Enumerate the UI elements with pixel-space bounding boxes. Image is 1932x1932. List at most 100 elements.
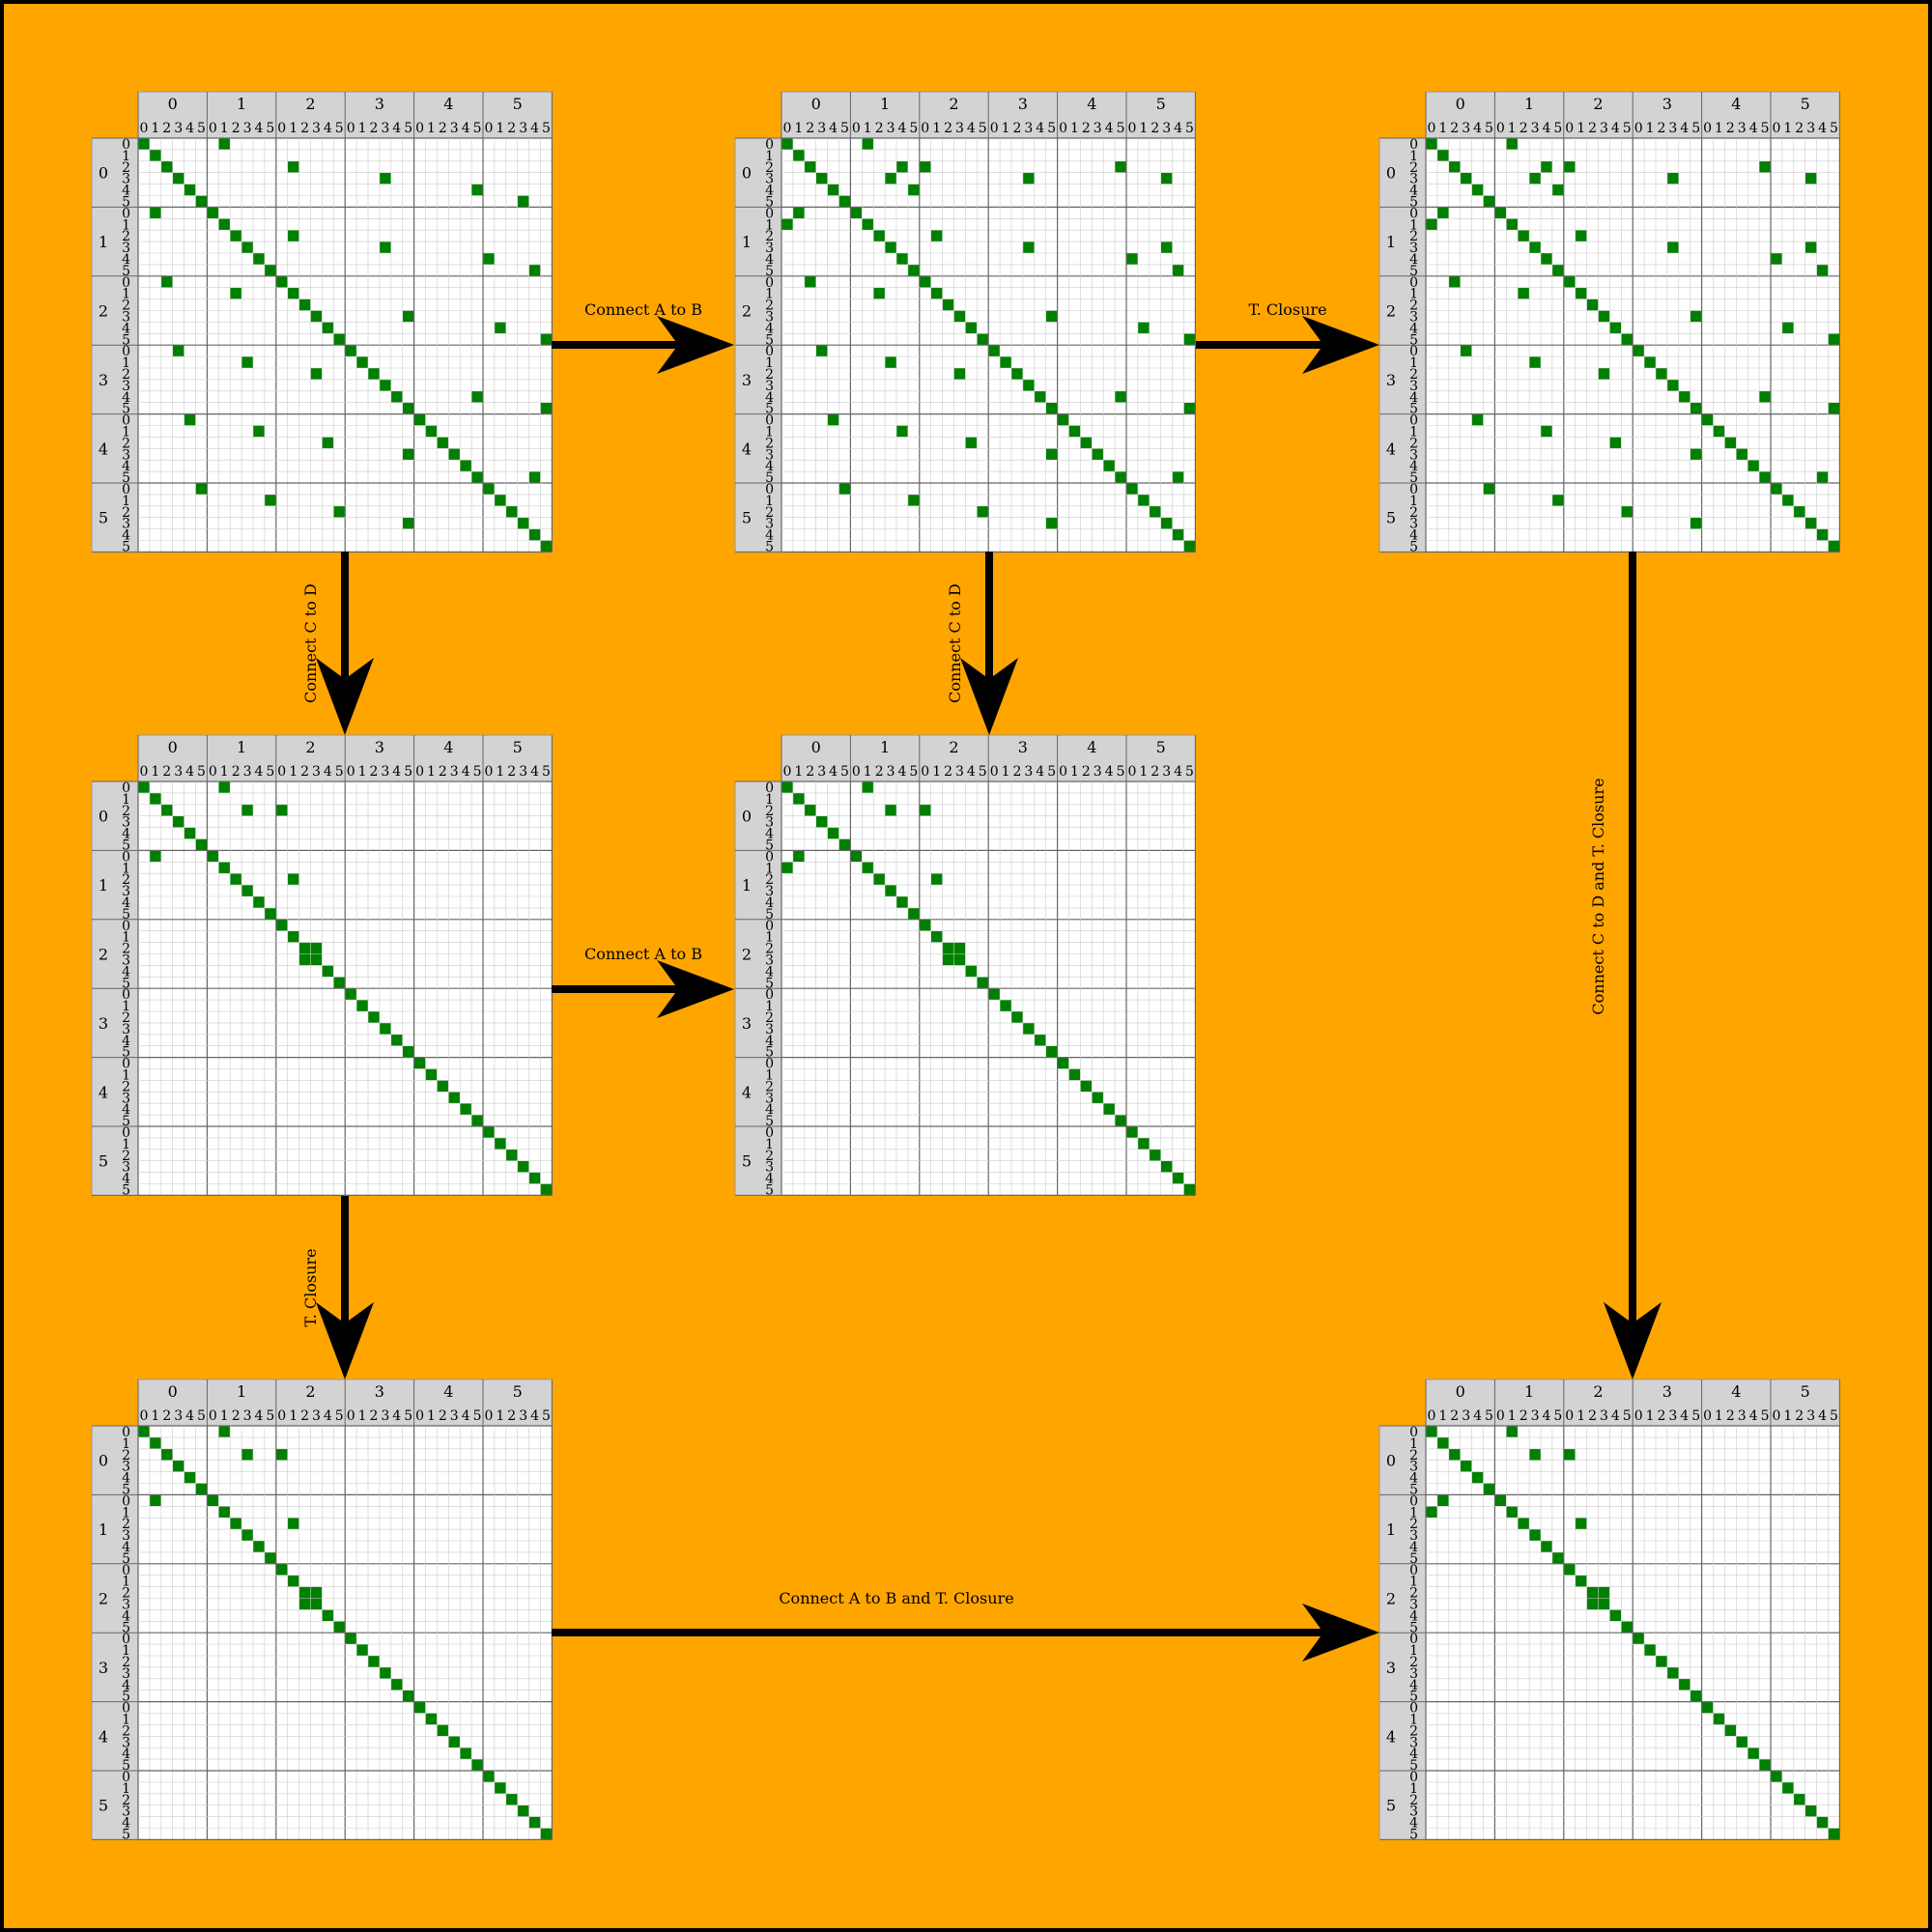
- matrix-cell-filled: [1747, 460, 1760, 472]
- matrix-cell-filled: [1633, 1633, 1645, 1645]
- row-inner-label: 3: [122, 1091, 130, 1106]
- matrix-cell-filled: [804, 160, 816, 173]
- column-inner-label: 0: [209, 764, 217, 780]
- row-inner-label: 4: [1409, 528, 1418, 544]
- row-outer-label: 4: [99, 440, 108, 458]
- column-inner-label: 3: [1024, 764, 1033, 780]
- row-inner-label: 5: [1409, 1482, 1418, 1497]
- column-inner-label: 2: [1082, 121, 1091, 136]
- column-inner-label: 5: [1830, 1408, 1838, 1424]
- row-inner-label: 5: [765, 470, 774, 486]
- row-inner-label: 4: [1409, 1678, 1418, 1693]
- matrix-cell-filled: [402, 402, 414, 414]
- matrix-cell-filled: [1804, 517, 1817, 529]
- column-inner-label: 1: [427, 764, 436, 780]
- column-inner-label: 0: [1703, 121, 1712, 136]
- row-inner-label: 2: [1409, 298, 1418, 314]
- arrow-connect-a-to-b-top: Connect A to B: [552, 300, 734, 374]
- column-outer-label: 0: [811, 738, 821, 756]
- matrix-cell-filled: [356, 1000, 368, 1011]
- row-inner-label: 4: [122, 252, 130, 268]
- column-inner-label: 1: [794, 121, 803, 136]
- column-inner-label: 1: [151, 764, 159, 780]
- matrix-cell-filled: [850, 207, 863, 219]
- row-inner-label: 5: [1409, 194, 1418, 210]
- column-inner-label: 5: [197, 1408, 206, 1424]
- matrix-cell-filled: [792, 149, 805, 161]
- arrow-connect-c-to-d-middle: Connect C to D: [946, 552, 1018, 735]
- row-inner-label: 0: [122, 1770, 130, 1785]
- matrix-cell-filled: [1563, 160, 1576, 173]
- row-inner-label: 0: [122, 1057, 130, 1072]
- matrix-cell-filled: [298, 953, 311, 966]
- matrix-cell-filled: [264, 494, 276, 506]
- matrix-cell-filled: [1529, 242, 1541, 253]
- arrow-label: Connect A to B: [584, 945, 702, 963]
- matrix-cell-filled: [885, 242, 896, 253]
- column-inner-label: 2: [369, 764, 378, 780]
- column-inner-label: 2: [1520, 121, 1528, 136]
- matrix-cell-filled: [896, 160, 908, 173]
- matrix-cell-filled: [977, 505, 989, 518]
- column-inner-label: 4: [1749, 1408, 1758, 1424]
- row-inner-label: 1: [122, 355, 130, 371]
- row-inner-label: 1: [122, 494, 130, 509]
- column-inner-label: 3: [381, 1408, 389, 1424]
- row-outer-label: 4: [742, 1083, 752, 1101]
- column-inner-label: 2: [232, 764, 241, 780]
- matrix-cell-filled: [264, 1551, 276, 1564]
- matrix-cell-filled: [907, 184, 920, 196]
- row-inner-label: 2: [1409, 1723, 1418, 1739]
- column-inner-label: 4: [1611, 1408, 1620, 1424]
- column-inner-label: 1: [220, 1408, 229, 1424]
- row-inner-label: 5: [122, 1182, 130, 1198]
- row-inner-label: 4: [1409, 1608, 1418, 1624]
- column-inner-label: 1: [289, 764, 298, 780]
- column-inner-label: 3: [174, 764, 183, 780]
- matrix-cell-filled: [827, 827, 839, 839]
- column-outer-label: 3: [1662, 1382, 1672, 1401]
- matrix-cell-filled: [885, 885, 896, 896]
- matrix-cell-filled: [1551, 494, 1564, 506]
- row-inner-label: 2: [1409, 505, 1418, 521]
- matrix-cell-filled: [1609, 437, 1622, 449]
- matrix-cell-filled: [275, 275, 288, 288]
- matrix-cell-filled: [333, 505, 346, 518]
- row-inner-label: 1: [122, 1505, 130, 1520]
- column-outer-label: 3: [1018, 95, 1028, 113]
- column-inner-label: 4: [1818, 1408, 1827, 1424]
- row-inner-label: 2: [1409, 1448, 1418, 1463]
- matrix-cell-filled: [1460, 1460, 1472, 1472]
- row-inner-label: 2: [765, 160, 774, 176]
- row-inner-label: 3: [1409, 1597, 1418, 1612]
- column-inner-label: 0: [347, 121, 355, 136]
- row-inner-label: 4: [122, 459, 130, 474]
- arrow-label: Connect A to B: [584, 300, 702, 319]
- matrix-cell-filled: [907, 264, 920, 276]
- column-inner-label: 2: [1082, 764, 1091, 780]
- column-inner-label: 4: [324, 121, 332, 136]
- column-inner-label: 5: [1761, 1408, 1770, 1424]
- matrix-cell-filled: [1598, 1598, 1610, 1610]
- matrix-cell-filled: [310, 1586, 323, 1599]
- row-inner-label: 5: [122, 194, 130, 210]
- column-outer-label: 5: [1156, 95, 1166, 113]
- column-inner-label: 1: [1438, 1408, 1447, 1424]
- column-inner-label: 2: [1151, 121, 1159, 136]
- matrix-cell-filled: [1506, 1506, 1519, 1519]
- row-inner-label: 2: [122, 1793, 130, 1808]
- matrix-cell-filled: [1183, 1183, 1196, 1196]
- matrix-cell-filled: [298, 1586, 311, 1599]
- column-outer-label: 1: [880, 95, 890, 113]
- row-inner-label: 5: [1409, 264, 1418, 279]
- column-inner-label: 5: [1691, 1408, 1700, 1424]
- matrix-cell-filled: [242, 885, 253, 896]
- column-inner-label: 1: [1508, 121, 1517, 136]
- column-outer-label: 2: [305, 1382, 315, 1401]
- matrix-cell-filled: [1598, 368, 1610, 380]
- column-inner-label: 3: [243, 1408, 252, 1424]
- column-inner-label: 4: [185, 764, 194, 780]
- row-outer-label: 0: [99, 808, 108, 826]
- column-inner-label: 1: [1002, 121, 1010, 136]
- row-inner-label: 5: [122, 907, 130, 923]
